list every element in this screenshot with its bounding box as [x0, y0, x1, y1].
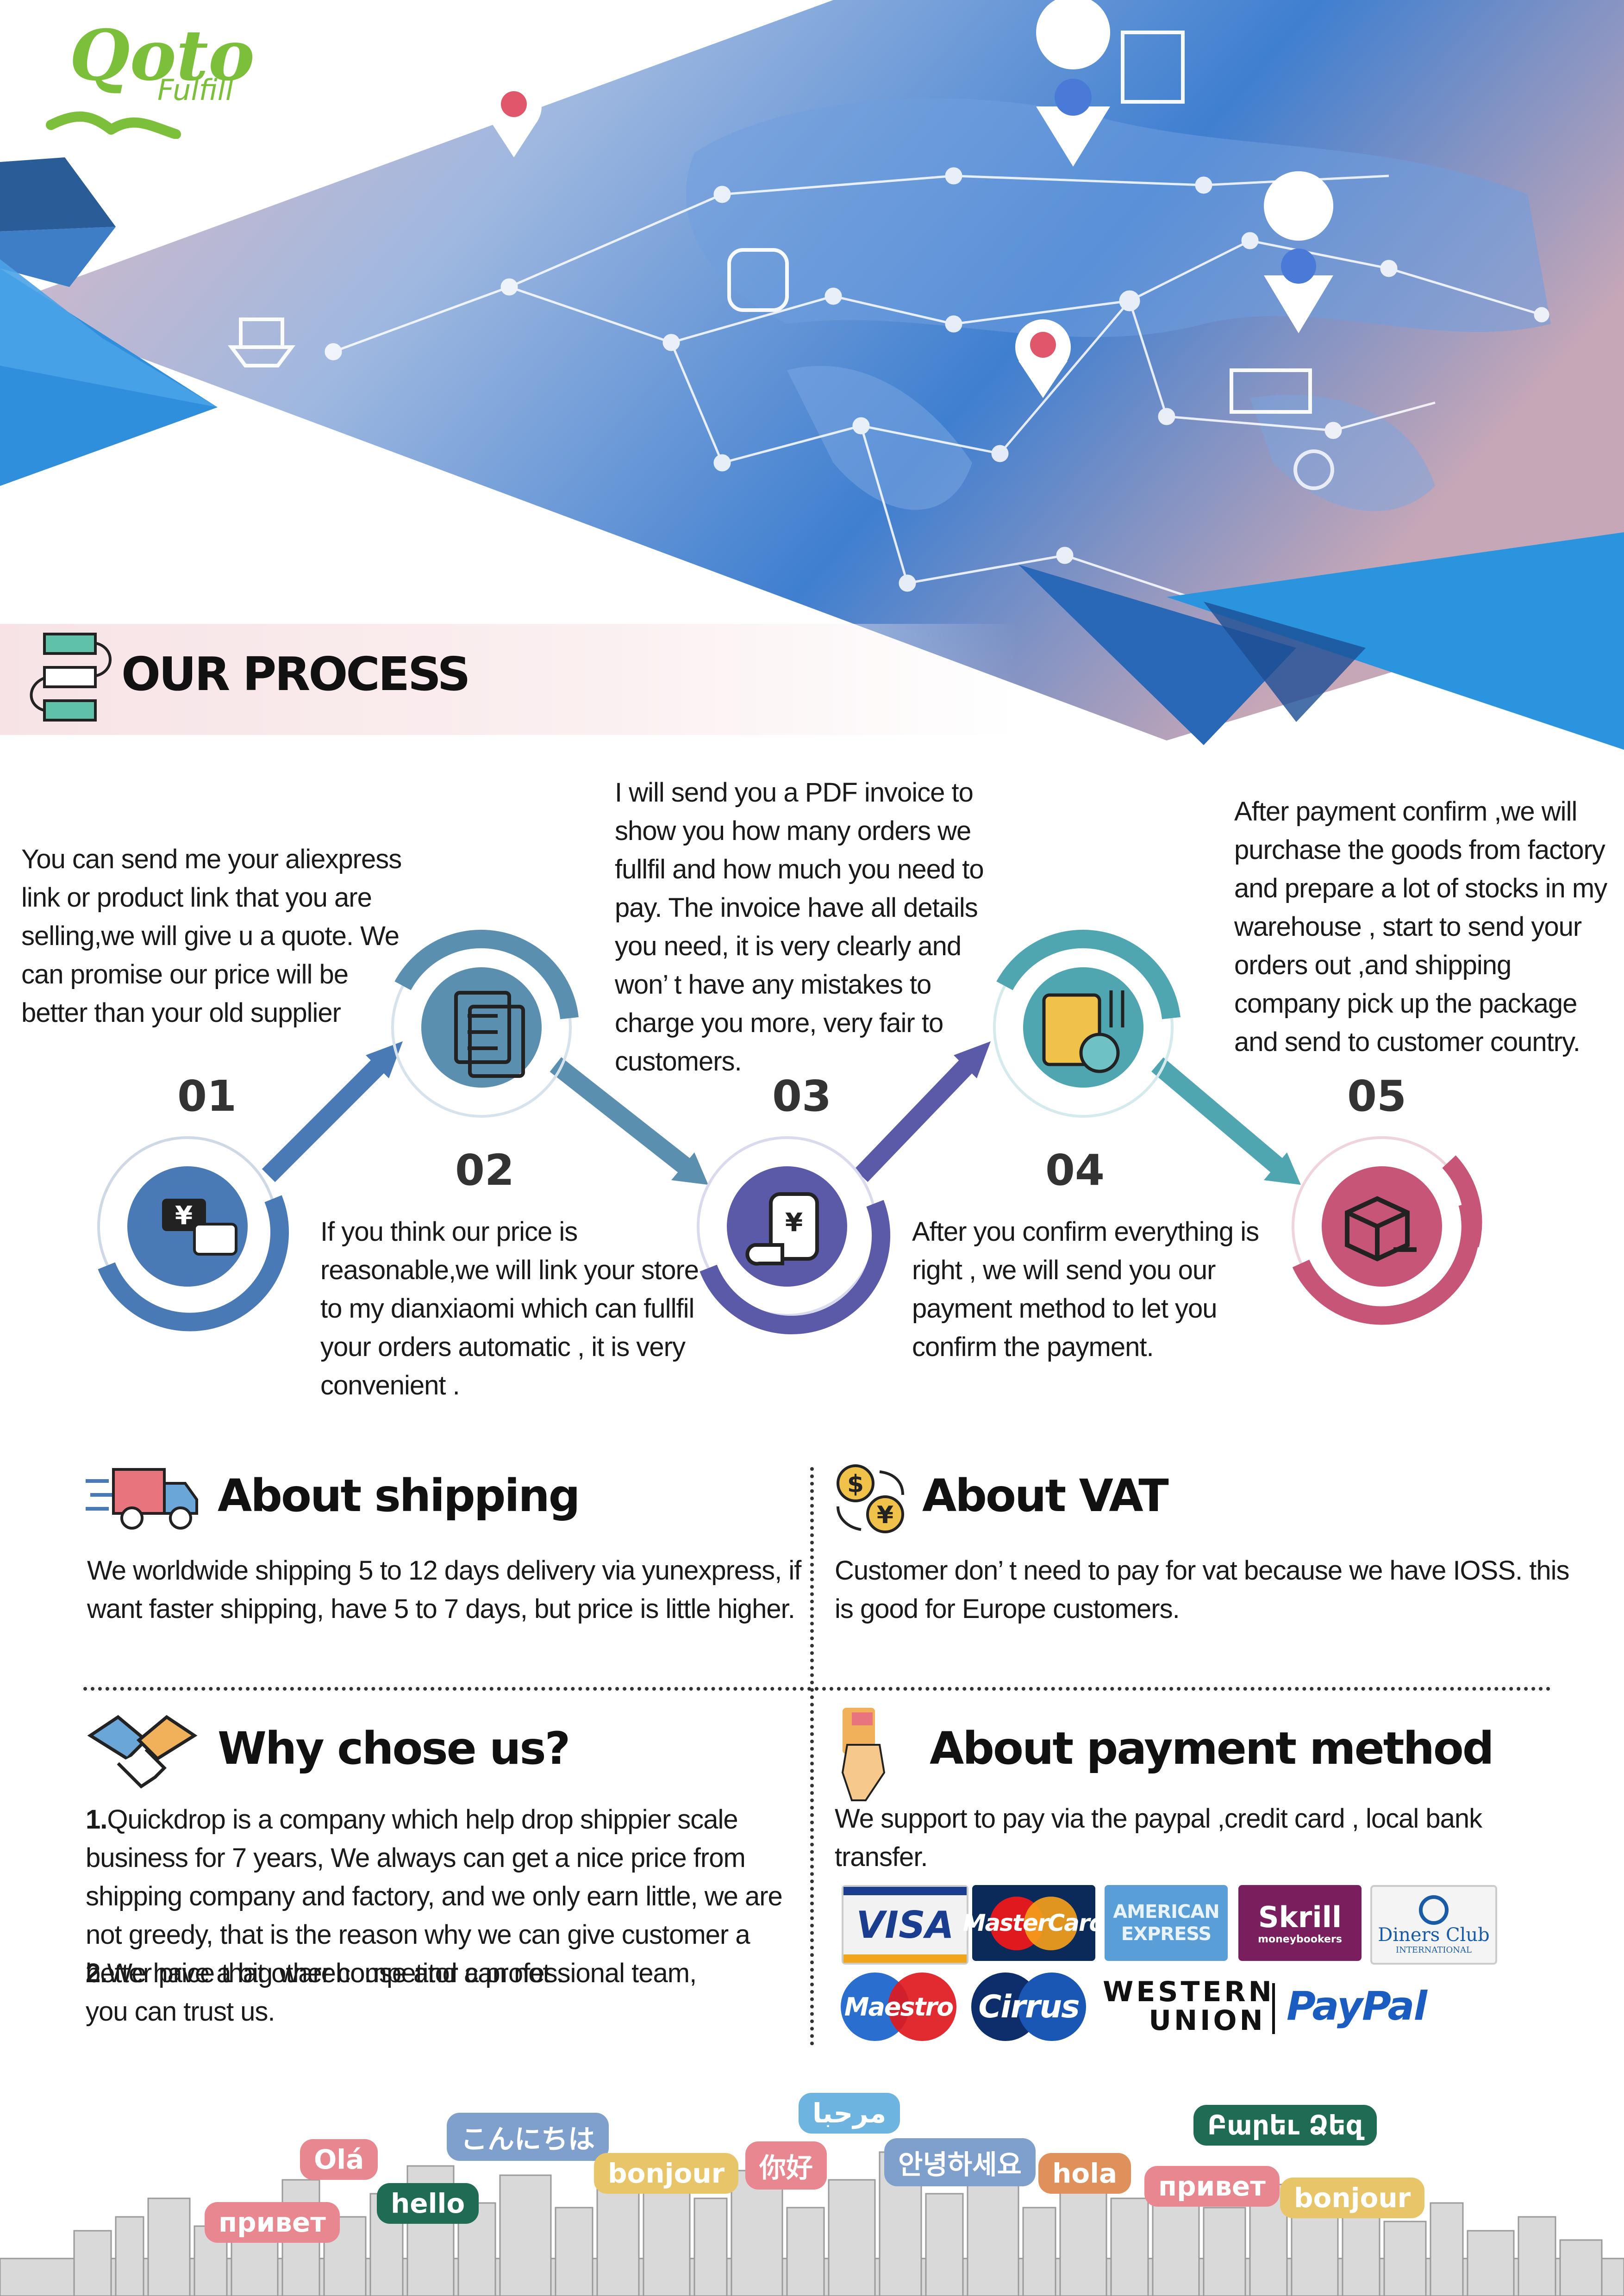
- yen-chat-icon: ¥: [162, 1199, 237, 1256]
- mastercard-logo: MasterCard: [963, 1885, 1106, 1961]
- svg-text:¥: ¥: [785, 1207, 803, 1237]
- step-01-text: You can send me your aliexpress link or …: [21, 844, 402, 1028]
- why-p2-text: We have a big warehouse and a profession…: [86, 1958, 697, 2027]
- step-03-text: I will send you a PDF invoice to show yo…: [615, 778, 984, 1076]
- why-p1-number: 1.: [86, 1804, 107, 1835]
- arrow-03-04: [854, 1053, 979, 1182]
- vat-text: Customer don’ t need to pay for vat beca…: [835, 1556, 1570, 1624]
- step-05-text: After payment confirm ,we will purchase …: [1234, 796, 1607, 1057]
- greeting-bubble: привет: [205, 2202, 340, 2243]
- horizontal-divider: [83, 1687, 1551, 1691]
- payment-text: We support to pay via the paypal ,credit…: [835, 1804, 1482, 1872]
- vertical-divider: [810, 1467, 814, 2046]
- why-p1-text: Quickdrop is a company which help drop s…: [86, 1804, 783, 1988]
- box-shipping-icon: [1345, 1196, 1417, 1262]
- visa-logo: VISA: [842, 1885, 968, 1965]
- step-02-circle: [391, 929, 579, 1118]
- why-paragraph-2: 2.We have a big warehouse and a professi…: [86, 1954, 734, 2031]
- greeting-bubble: hello: [377, 2183, 479, 2224]
- greeting-bubble: bonjour: [1280, 2178, 1425, 2218]
- greeting-bubble: hola: [1038, 2153, 1131, 2194]
- delivery-truck-icon: [86, 1468, 198, 1530]
- step-04-text: After you confirm everything is right , …: [912, 1217, 1259, 1362]
- process-header-bar: [0, 624, 1018, 735]
- process-title: OUR PROCESS: [121, 647, 471, 701]
- warehouse-icon: [1121, 31, 1185, 104]
- invoice-icon: ¥: [745, 1192, 819, 1266]
- location-pin-icon: [486, 79, 542, 157]
- why-title: Why chose us?: [218, 1723, 570, 1774]
- greeting-bubble: こんにちは: [447, 2113, 609, 2161]
- process-flow-icon: [30, 633, 112, 722]
- why-paragraph-1: 1.Quickdrop is a company which help drop…: [86, 1800, 808, 1992]
- step-05-number: 05: [1347, 1071, 1407, 1121]
- process-diagram: ¥ ¥: [97, 929, 1482, 1335]
- currency-exchange-icon: $ ¥: [837, 1464, 904, 1533]
- why-p2-number: 2.: [86, 1958, 107, 1988]
- step-04-number: 04: [1045, 1145, 1105, 1195]
- arrow-02-03: [550, 1057, 691, 1174]
- arrow-01-02: [262, 1053, 391, 1182]
- arrow-04-05: [1151, 1057, 1284, 1174]
- svg-text:¥: ¥: [877, 1501, 893, 1529]
- skrill-logo: Skrill moneybookers: [1238, 1885, 1362, 1961]
- vat-title: About VAT: [922, 1470, 1169, 1522]
- greeting-bubble: bonjour: [594, 2153, 739, 2194]
- shipping-title: About shipping: [218, 1470, 580, 1522]
- step-02-number: 02: [455, 1145, 515, 1195]
- step-05-circle: [1292, 1136, 1482, 1325]
- truck-icon: [1230, 368, 1312, 414]
- greeting-bubble: 你好: [745, 2141, 827, 2190]
- location-pin-icon: [1293, 449, 1334, 490]
- svg-text:¥: ¥: [175, 1201, 193, 1230]
- step-03-number: 03: [772, 1071, 832, 1121]
- svg-text:$: $: [847, 1470, 864, 1498]
- decor-triangle: [0, 157, 116, 231]
- maestro-logo: Maestro: [839, 1972, 958, 2041]
- brand-name: Qoto: [69, 15, 255, 96]
- location-pin-icon: [1036, 0, 1111, 167]
- greeting-bubble: Բարեւ Ձեզ: [1193, 2105, 1377, 2146]
- diners-club-logo: Diners Club INTERNATIONAL: [1370, 1885, 1497, 1965]
- location-pin-icon: [1015, 319, 1071, 398]
- location-pin-icon: [1264, 171, 1334, 333]
- handshake-icon: [87, 1715, 198, 1789]
- greeting-bubble: مرحبا: [799, 2093, 900, 2134]
- cirrus-logo: Cirrus: [971, 1972, 1086, 2041]
- step-01-number: 01: [177, 1071, 237, 1121]
- train-icon: [727, 248, 789, 312]
- greeting-bubble: 안녕하세요: [884, 2138, 1036, 2186]
- american-express-logo: AMERICAN EXPRESS: [1105, 1885, 1228, 1961]
- header-banner: [0, 0, 1624, 750]
- western-union-logo: WESTERN UNION: [1103, 1976, 1274, 2037]
- continent-shape: [686, 98, 1551, 337]
- clipboard-icon: [454, 991, 525, 1078]
- shipping-text: We worldwide shipping 5 to 12 days deliv…: [87, 1556, 801, 1624]
- brand-subname: Fulfill: [157, 73, 234, 107]
- greeting-bubble: Olá: [300, 2139, 378, 2180]
- paypal-logo: PayPal: [1286, 1983, 1427, 2029]
- brand-logo: Qoto Fulfill: [37, 19, 278, 139]
- payment-icon: [1042, 990, 1124, 1073]
- step-02-text: If you think our price is reasonable,we …: [320, 1217, 699, 1400]
- greeting-bubble: привет: [1144, 2166, 1280, 2207]
- card-payment-icon: [841, 1708, 886, 1801]
- payment-title: About payment method: [930, 1723, 1494, 1774]
- runner-logo-icon: [46, 111, 181, 139]
